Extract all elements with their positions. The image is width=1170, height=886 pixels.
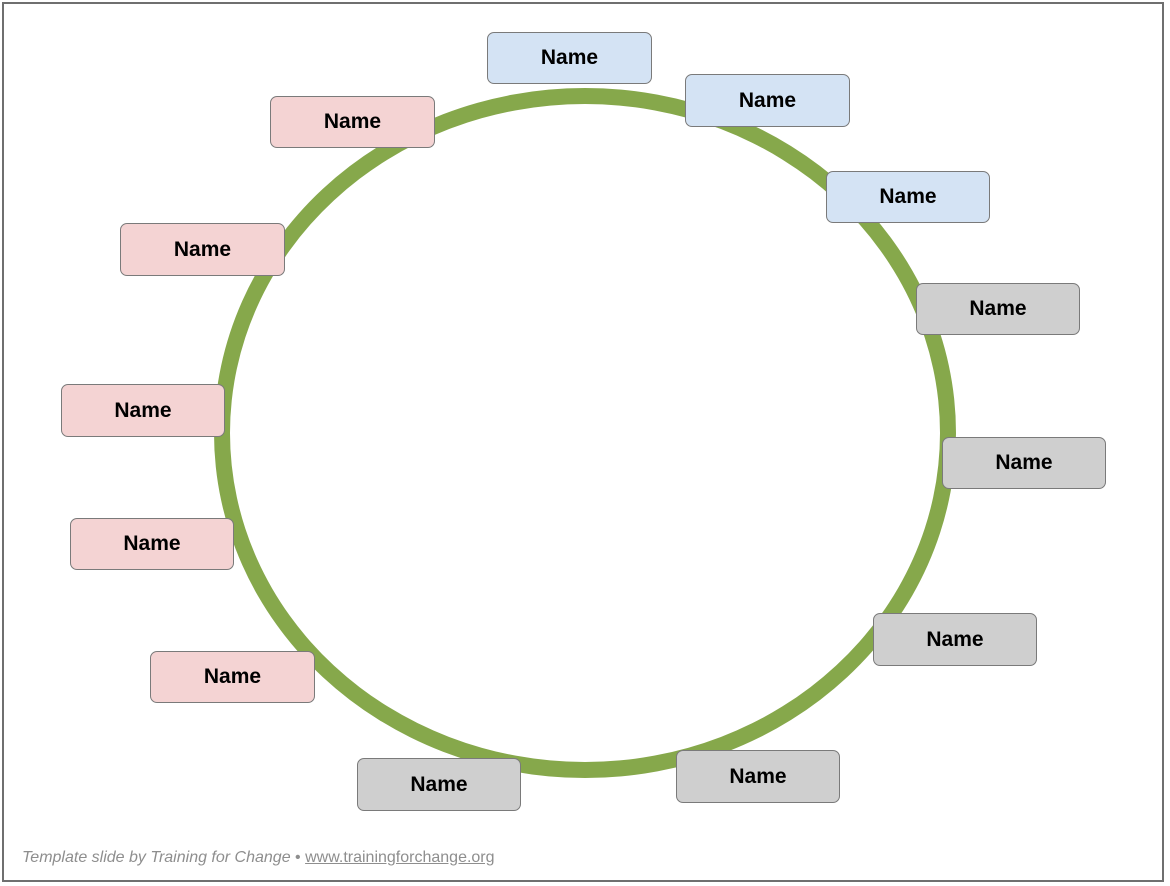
name-tag-gray-1: Name [916,283,1080,335]
name-tag-pink-2: Name [120,223,285,276]
name-tag-gray-3: Name [873,613,1037,666]
name-tag-blue-3: Name [826,171,990,223]
name-tag-gray-4: Name [676,750,840,803]
credit-link[interactable]: www.trainingforchange.org [305,849,495,866]
credit-separator: • [290,849,306,866]
footer-credit: Template slide by Training for Change • … [22,849,495,867]
name-tag-pink-1: Name [270,96,435,148]
name-tag-blue-1: Name [487,32,652,84]
name-tag-pink-3: Name [61,384,225,437]
name-tag-blue-2: Name [685,74,850,127]
name-tag-gray-2: Name [942,437,1106,489]
name-tag-pink-5: Name [150,651,315,703]
name-tag-gray-5: Name [357,758,521,811]
credit-text: Template slide by Training for Change [22,849,291,866]
name-tag-pink-4: Name [70,518,234,570]
